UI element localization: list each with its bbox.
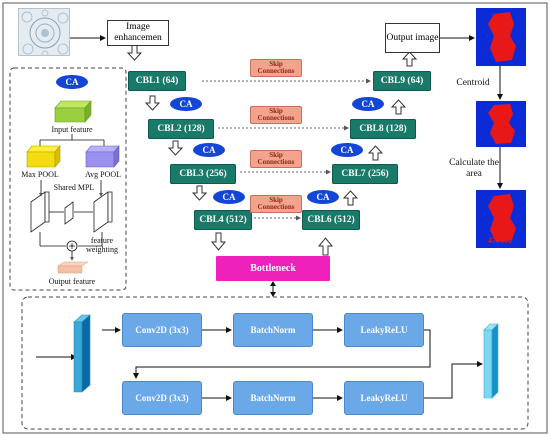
segmentation-mask-1 [488,12,516,62]
encoder-cbl1: CBL1 (64) [128,71,186,91]
row2-leakyrelu: LeakyReLU [344,381,424,415]
row2-conv2d: Conv2D (3x3) [122,381,202,415]
ca-module-badge: CA [56,75,88,89]
encoder-cbl2: CBL2 (128) [148,119,214,139]
shared-mlp-label: Shared MPL [53,183,95,192]
max-pool-cube [26,145,61,168]
avg-pool-cube [85,145,120,168]
feature-weighting-label: feature weighting [86,236,118,254]
decoder-cbl7: CBL7 (256) [332,164,398,184]
row1-batchnorm: BatchNorm [233,313,313,347]
ca-attention-1: CA [170,97,202,111]
area-value: 477800 [488,236,512,245]
result-thumbnail-2 [476,101,526,147]
input-feature-cube [54,100,92,123]
decoder-cbl8: CBL8 (128) [350,119,416,139]
skip-connection-1: Skip Connections [250,59,302,77]
output-feature-shape [57,261,89,274]
output-image-label: Output image [386,32,439,43]
output-feature-label: Output feature [48,277,96,286]
mlp-layers [30,191,113,233]
decoder-cbl6: CBL6 (512) [302,210,360,230]
row2-batchnorm: BatchNorm [233,381,313,415]
ca-attention-4: CA [307,190,339,204]
output-tensor-slab [483,323,499,399]
row1-conv2d: Conv2D (3x3) [122,313,202,347]
segmentation-mask-2 [488,104,515,144]
ca-attention-2: CA [193,143,225,157]
input-feature-label: Input feature [51,125,93,134]
input-tensor-slab [73,314,91,393]
input-image-texture [21,9,69,55]
encoder-cbl3: CBL3 (256) [170,164,236,184]
ca-attention-5: CA [331,143,363,157]
avg-pool-label: Avg POOL [84,170,122,179]
decoder-cbl9: CBL9 (64) [373,71,431,91]
ca-attention-6: CA [352,97,384,111]
input-image [18,8,70,56]
bottleneck-block: Bottleneck [216,256,330,281]
skip-connection-2: Skip Connections [250,106,302,124]
skip-connection-3: Skip Connections [250,150,302,168]
skip-connection-4: Skip Connections [250,195,302,213]
segmentation-mask-3 [488,194,516,242]
image-enhancement-box: Image enhancemen [107,20,169,46]
image-enhancement-label: Image enhancemen [114,22,162,43]
result-thumbnail-1 [476,8,526,66]
result-thumbnail-3: 477800 [476,190,526,248]
centroid-label: Centroid [456,78,490,88]
ca-attention-3: CA [213,190,245,204]
calculate-area-label: Calculate the area [449,158,499,179]
max-pool-label: Max POOL [21,170,59,179]
row1-leakyrelu: LeakyReLU [344,313,424,347]
output-image-box: Output image [385,23,440,53]
encoder-cbl4: CBL4 (512) [194,210,252,230]
